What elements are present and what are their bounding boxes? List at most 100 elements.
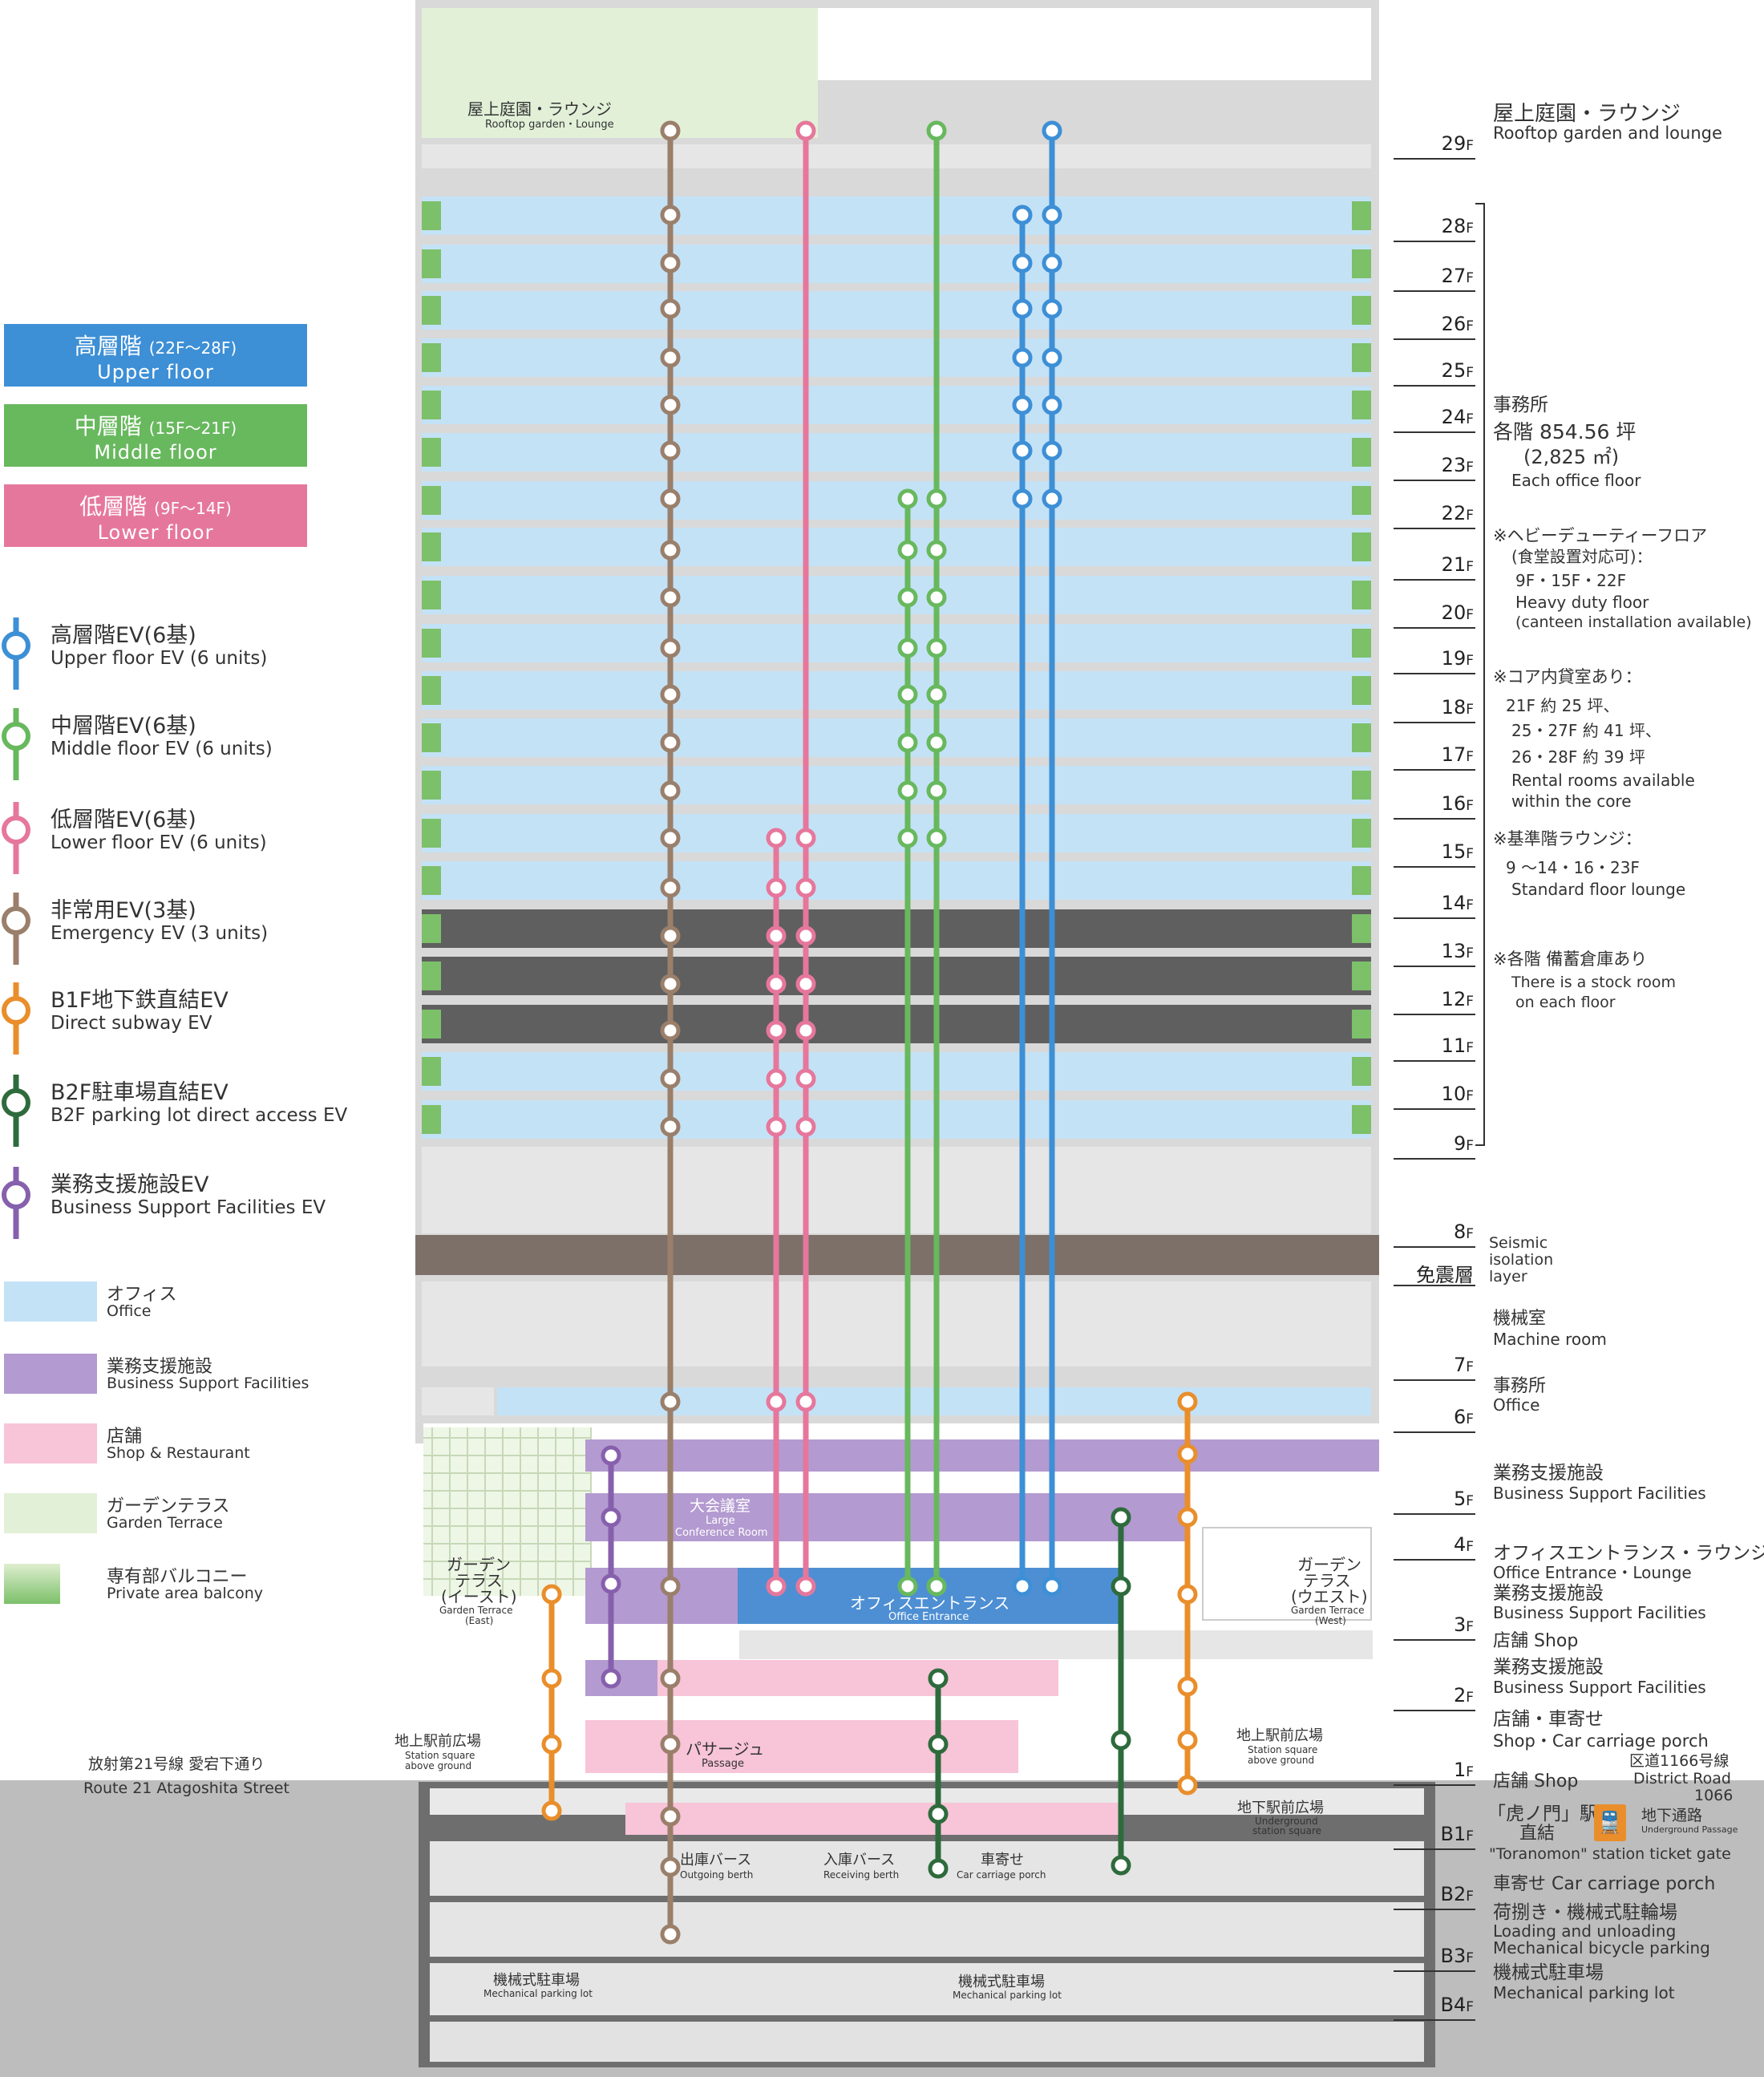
f2-note-en: Business Support Facilities [1493, 1678, 1706, 1697]
floor-number: 9 [1453, 1132, 1467, 1155]
f4-note: オフィスエントランス・ラウンジ [1493, 1543, 1764, 1564]
floor-line [1394, 1639, 1475, 1641]
floor-line [1394, 241, 1475, 242]
floor-label-26f: 26F [1442, 313, 1474, 335]
f1-note: 店舗・車寄せ [1493, 1709, 1604, 1730]
emergency-ev-stop [660, 638, 681, 658]
subway-ev-east-stop [1177, 1507, 1198, 1528]
middle-ev-b-stop [926, 732, 947, 753]
ev-legend-label-en: Middle floor EV (6 units) [51, 739, 273, 759]
ev-legend-icon [2, 893, 30, 965]
emergency-ev-stop [660, 1068, 681, 1089]
floor-label-2f: 2F [1454, 1684, 1474, 1707]
zone-label: 高層階 [74, 333, 142, 359]
upper-ev-b-stop [1042, 395, 1062, 415]
balcony-east-12f [1352, 962, 1371, 990]
floor-label-29f: 29F [1442, 132, 1474, 155]
floor-suffix: F [1466, 1690, 1474, 1706]
parking-ev-east-stop [1111, 1730, 1131, 1751]
ev-legend-label-en: Upper floor EV (6 units) [51, 648, 268, 669]
lower-ev-b-stop [795, 120, 816, 141]
lower-ev-b-stop [795, 1116, 816, 1137]
emergency-ev-stop [660, 1116, 681, 1137]
floor-line [1394, 1060, 1475, 1062]
ev-legend-item: 低層階EV(6基)Lower floor EV (6 units) [0, 802, 267, 882]
b3-note: 荷捌き・機械式駐輪場 [1493, 1902, 1677, 1923]
floor-number: 28 [1441, 215, 1467, 237]
floor-suffix: F [1466, 1138, 1474, 1154]
floor-suffix: F [1466, 1359, 1474, 1375]
floor-line [1394, 385, 1475, 387]
floor-number: 11 [1441, 1034, 1467, 1057]
f29-note: 屋上庭園・ラウンジ [1493, 102, 1681, 126]
middle-ev-b-stop [926, 828, 947, 848]
seismic-note-1: Seismic [1489, 1234, 1548, 1252]
f4-note-en: Office Entrance・Lounge [1493, 1563, 1692, 1582]
middle-ev-a-stop [897, 587, 918, 608]
floor-label-13f: 13F [1442, 940, 1474, 962]
lower-ev-a-stop [766, 828, 787, 848]
floor-suffix: F [1466, 1828, 1474, 1844]
floor-label-b2f: B2F [1440, 1883, 1474, 1905]
floor-label-27f: 27F [1442, 265, 1474, 287]
elevator-shafts [541, 120, 1198, 1945]
receiving-berth: 入庫バース [823, 1852, 896, 1868]
b1-passage-note-en: Underground Passage [1641, 1824, 1738, 1835]
office-en-note: Each office floor [1511, 471, 1641, 490]
lower-ev-a-stop [766, 1068, 787, 1089]
area-legend-label: 業務支援施設 [107, 1357, 213, 1377]
upper-ev-a-stop [1012, 395, 1033, 415]
subway-ev-west-stop [541, 1800, 562, 1821]
emergency-ev-stop [660, 204, 681, 225]
f1-note-en: Shop・Car carriage porch [1493, 1731, 1709, 1751]
middle-ev-a-stop [897, 684, 918, 705]
floor-line [1394, 528, 1475, 529]
floor-label-6f: 6F [1454, 1406, 1474, 1428]
upper-ev-b-stop [1042, 1576, 1062, 1597]
upper-ev-a-stop [1012, 253, 1033, 273]
floor-suffix: F [1466, 1539, 1474, 1555]
middle-ev-b-stop [926, 638, 947, 658]
mech-parking-east-en: Mechanical parking lot [953, 1990, 1062, 2001]
lower-ev-a-stop [766, 925, 787, 946]
ev-legend-label: 非常用EV(3基) [51, 898, 196, 923]
seismic-note-2: isolation [1489, 1251, 1554, 1269]
lower-ev-a-stop [766, 877, 787, 898]
floor-suffix: F [1466, 653, 1474, 669]
balcony-east-10f [1352, 1057, 1371, 1086]
balcony-east-27f [1352, 249, 1371, 278]
floor-suffix: F [1466, 270, 1474, 286]
zone-label-en: Upper floor [97, 361, 214, 383]
office-band-13f [422, 909, 1371, 948]
balcony-west-25f [422, 343, 441, 372]
floor-label-1f: 1F [1454, 1759, 1474, 1781]
balcony-west-15f [422, 819, 441, 848]
parking-ev-west-stop [928, 1804, 949, 1824]
b4-note-en: Mechanical parking lot [1493, 1983, 1675, 2002]
office-entrance-label: オフィスエントランス [850, 1593, 1010, 1613]
floor-suffix: F [1466, 1040, 1474, 1056]
floor-label-18f: 18F [1442, 696, 1474, 719]
floor-suffix: F [1466, 1619, 1474, 1635]
parking-ev-west-stop [928, 1668, 949, 1689]
floor-label-11f: 11F [1442, 1034, 1474, 1057]
upper-ev-b-stop [1042, 440, 1062, 461]
floor-label-17f: 17F [1442, 743, 1474, 766]
passage-label-en: Passage [702, 1758, 744, 1770]
middle-ev-b-stop [926, 780, 947, 801]
floor-line [1394, 1431, 1475, 1433]
floor-label-8f: 8F [1454, 1221, 1474, 1243]
support-ev-stop [601, 1668, 621, 1689]
underground-square-en1: Underground [1255, 1816, 1318, 1827]
core-note-5: Rental rooms available [1511, 771, 1695, 790]
middle-ev-b-stop [926, 587, 947, 608]
floor-line [1394, 1158, 1475, 1160]
mech-parking-west-en: Mechanical parking lot [483, 1988, 593, 1999]
lower-ev-a-stop [766, 1576, 787, 1597]
balcony-east-26f [1352, 296, 1371, 325]
balcony-east-25f [1352, 343, 1371, 372]
middle-ev-b-stop [926, 540, 947, 561]
floor-suffix: F [1466, 702, 1474, 718]
balcony-west-23f [422, 438, 441, 467]
floor-line [1394, 1285, 1475, 1286]
